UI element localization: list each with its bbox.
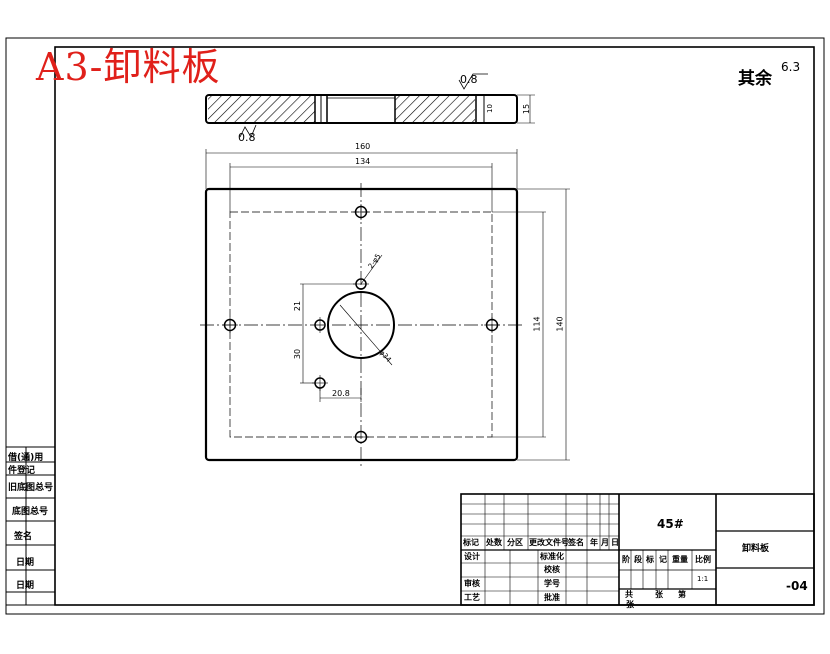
dim-thickness: 15: [522, 103, 532, 115]
sign-student-no: 学号: [544, 579, 560, 588]
stage-hdr-1: 段: [634, 555, 642, 564]
dim-height-total: 140: [555, 316, 565, 332]
part-name: 卸料板: [742, 544, 770, 554]
stage-hdr-scale: 比例: [695, 555, 711, 564]
left-strip: [5, 446, 56, 606]
drawing-number: -04: [786, 579, 808, 593]
dim-width-holes: 134: [355, 157, 371, 166]
hdr-mark: 标记: [463, 538, 479, 547]
scale: 1:1: [697, 575, 709, 583]
material: 45#: [657, 517, 684, 531]
stage-hdr-0: 阶: [622, 555, 630, 564]
strip-label-4: 签名: [14, 532, 33, 542]
title-block: [460, 493, 815, 606]
hdr-change-doc: 更改文件号: [529, 538, 569, 547]
strip-label-5: 日期: [16, 558, 35, 568]
strip-label-6: 日期: [16, 581, 35, 591]
hdr-year: 年: [590, 538, 598, 547]
stage-hdr-2: 标: [646, 555, 654, 564]
roughness-top: 0.8: [460, 73, 478, 86]
strip-label-1: 件登记: [8, 466, 36, 476]
sign-standard: 标准化: [540, 552, 564, 561]
hdr-sign: 签名: [568, 538, 584, 547]
hdr-count: 处数: [486, 538, 502, 547]
sign-design: 设计: [464, 552, 480, 561]
dim-inner: 10: [485, 104, 494, 113]
sign-check: 校核: [544, 565, 560, 574]
inner-frame: [54, 46, 815, 606]
stage-hdr-weight: 重量: [672, 555, 688, 564]
dim-width-total: 160: [355, 142, 371, 151]
sign-review: 审核: [464, 579, 480, 588]
strip-label-0: 借(通)用: [8, 453, 44, 463]
center-bore: [327, 291, 395, 359]
sign-process: 工艺: [464, 593, 480, 602]
sign-approve: 批准: [544, 593, 560, 602]
dim-hole-upper: 21: [293, 300, 303, 312]
dim-hole-lower: 30: [293, 348, 303, 360]
section-view: [205, 73, 535, 138]
plate-outline: [204, 187, 519, 462]
sheet-total: 共: [625, 590, 633, 599]
sheet-unit-1: 张: [655, 590, 663, 599]
hdr-zone: 分区: [507, 538, 523, 547]
hdr-month: 月: [601, 538, 609, 547]
roughness-bottom: 0.8: [238, 131, 256, 144]
strip-label-2: 旧底图总号: [8, 483, 54, 493]
dim-hole-x: 20.8: [332, 389, 350, 398]
sheet-unit-2: 张: [626, 600, 634, 609]
plan-view: [200, 149, 570, 466]
sheet-index: 第: [678, 590, 686, 599]
sheet-title: A3-卸料板: [36, 45, 221, 89]
stage-hdr-3: 记: [659, 555, 667, 564]
roughness-rest-label: 其余: [738, 69, 772, 89]
dim-height-holes: 114: [532, 316, 542, 332]
outer-border: [5, 37, 825, 615]
roughness-rest-value: 6.3: [781, 60, 801, 74]
hdr-day: 日: [611, 538, 619, 547]
strip-label-3: 底图总号: [12, 507, 49, 517]
